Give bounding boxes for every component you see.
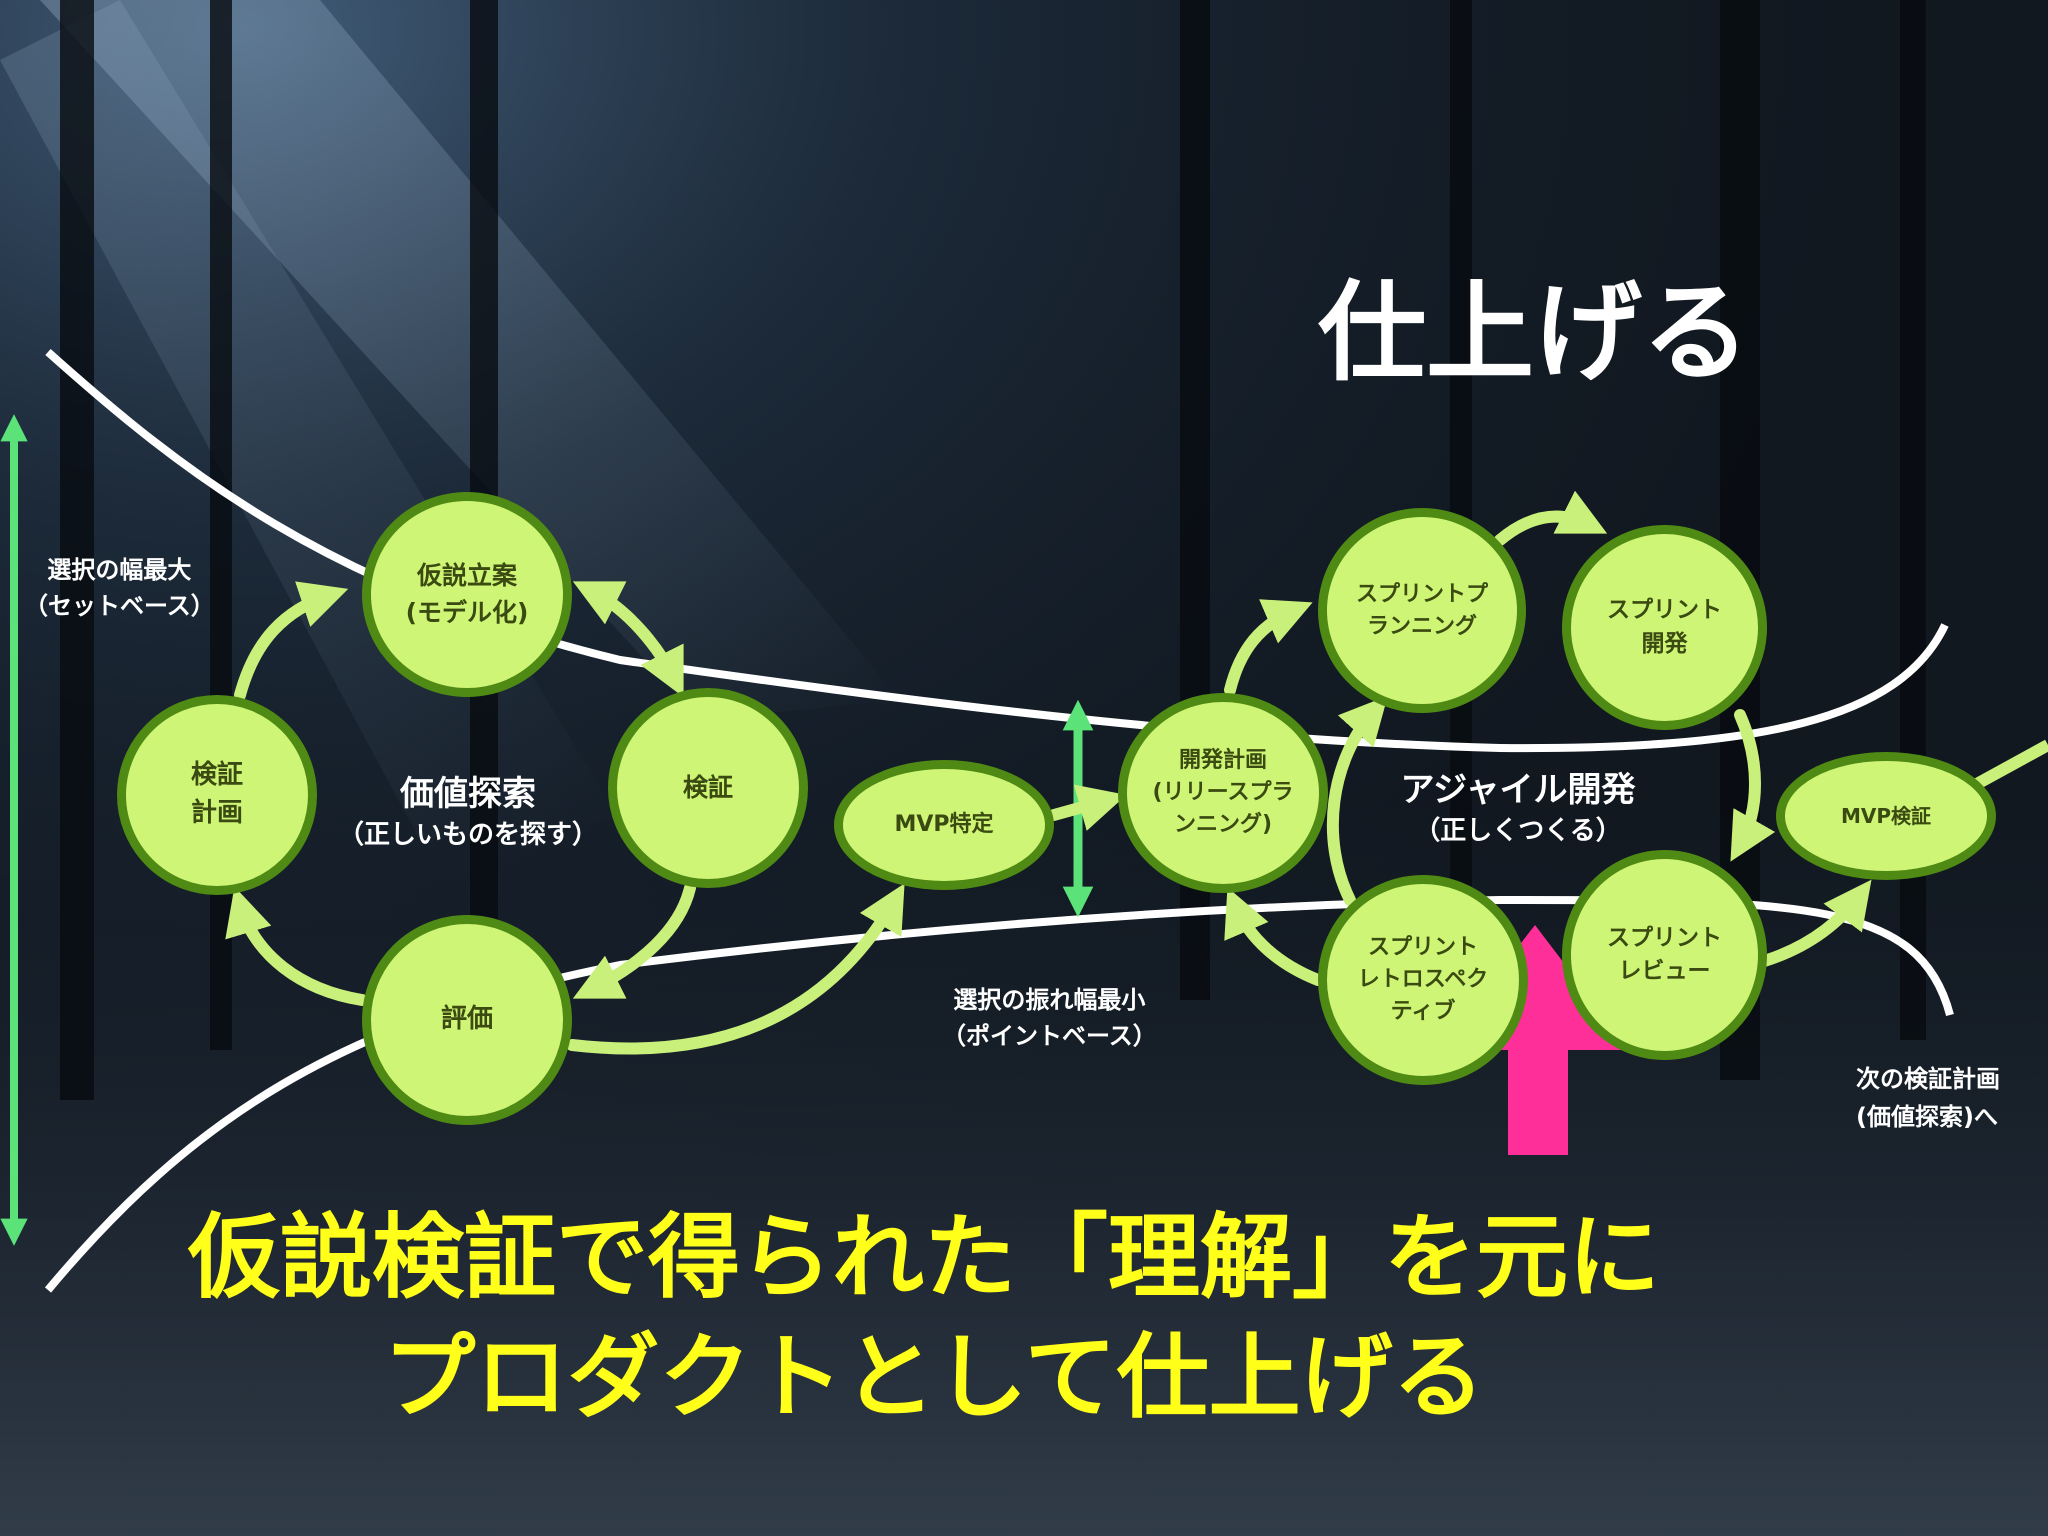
agile-subtitle: （正しくつくる） xyxy=(1414,816,1622,847)
caption-line2: プロダクトとして仕上げる xyxy=(383,1323,1485,1431)
node-sprint-dev: スプリント 開発 xyxy=(1562,525,1767,730)
node-sprint-planning: スプリントプ ランニング xyxy=(1318,508,1526,713)
agile-title: アジャイル開発 xyxy=(1400,770,1636,810)
node-label: MVP検証 xyxy=(1840,803,1932,828)
node-label: 仮説立案 xyxy=(416,561,517,591)
node-label: スプリントプ xyxy=(1355,581,1488,607)
node-label: スプリント xyxy=(1607,924,1722,951)
arrow-mvp-to-devplan xyxy=(1048,784,1127,831)
node-plan-verification: 検証 計画 xyxy=(117,695,317,895)
node-label: 開発 xyxy=(1641,630,1688,657)
funnel-upper-curve xyxy=(45,349,1949,753)
caption: 仮説検証で得られた「理解」を元に プロダクトとして仕上げる xyxy=(0,1198,2048,1437)
arrow-mvpverify-exit xyxy=(1972,739,2048,791)
node-label: ンニング) xyxy=(1173,811,1273,837)
node-label: 評価 xyxy=(440,1004,493,1035)
highlight-up-arrow xyxy=(1438,925,1630,1155)
node-label: (リリースプラ xyxy=(1152,780,1294,806)
node-label: スプリント xyxy=(1607,597,1722,624)
mid-range-line1: 選択の振れ幅最小 xyxy=(953,986,1146,1014)
arrow-retro-to-planning xyxy=(1326,695,1388,906)
node-mvp-identify: MVP特定 xyxy=(834,760,1054,890)
next-step-label: 次の検証計画 (価値探索)へ xyxy=(1856,1060,2000,1137)
node-label: スプリント xyxy=(1367,935,1478,961)
arrow-planning-to-dev xyxy=(1494,490,1608,546)
node-hypothesis: 仮説立案 (モデル化) xyxy=(362,492,572,697)
arrow-plan-to-hypothesis xyxy=(234,581,349,701)
arrow-dev-to-review xyxy=(1730,709,1776,862)
caption-line1: 仮説検証で得られた「理解」を元に xyxy=(187,1204,1660,1311)
left-range-line1: 選択の幅最大 xyxy=(47,556,192,584)
arrow-evaluation-to-mvp xyxy=(566,883,905,1055)
arrow-retro-to-devplan xyxy=(1224,887,1324,986)
node-label: 開発計画 xyxy=(1178,748,1267,774)
node-dev-plan: 開発計画 (リリースプラ ンニング) xyxy=(1118,693,1328,893)
node-evaluation: 評価 xyxy=(362,915,572,1125)
mid-range-line2: （ポイントベース） xyxy=(942,1022,1157,1050)
next-step-line2: (価値探索)へ xyxy=(1856,1103,1998,1132)
next-step-line1: 次の検証計画 xyxy=(1856,1065,2000,1093)
arrow-devplan-to-sprintplanning xyxy=(1224,599,1313,696)
node-sprint-retro: スプリント レトロスペク ティブ xyxy=(1318,875,1528,1085)
node-label: 検証 xyxy=(190,760,243,791)
arrow-verification-to-evaluation xyxy=(572,882,696,999)
node-label: 検証 xyxy=(682,772,733,802)
node-label: ランニング xyxy=(1366,613,1477,639)
node-label: 計画 xyxy=(190,798,243,828)
node-label: レトロスペク xyxy=(1357,967,1489,993)
node-label: レビュー xyxy=(1618,958,1711,984)
node-label: ティブ xyxy=(1390,998,1456,1024)
node-label: (モデル化) xyxy=(405,597,529,627)
node-sprint-review: スプリント レビュー xyxy=(1562,850,1767,1060)
left-range-label: 選択の幅最大 （セットベース） xyxy=(24,552,215,624)
arrow-evaluation-to-plan xyxy=(225,886,368,1006)
left-range-line2: （セットベース） xyxy=(24,592,215,620)
value-exploration-subtitle: （正しいものを探す） xyxy=(337,820,598,851)
value-exploration-label: 価値探索 （正しいものを探す） xyxy=(328,772,608,855)
mid-range-label: 選択の振れ幅最小 （ポイントベース） xyxy=(942,982,1157,1054)
node-mvp-verify: MVP検証 xyxy=(1776,752,1996,880)
agile-label: アジャイル開発 （正しくつくる） xyxy=(1368,768,1668,851)
value-exploration-title: 価値探索 xyxy=(400,774,536,814)
page-title: 仕上げる xyxy=(1318,271,1751,396)
arrow-hypothesis-verification xyxy=(572,581,684,698)
node-verification: 検証 xyxy=(608,688,808,888)
funnel-lower-curve xyxy=(44,895,1954,1293)
node-label: MVP特定 xyxy=(894,812,994,838)
